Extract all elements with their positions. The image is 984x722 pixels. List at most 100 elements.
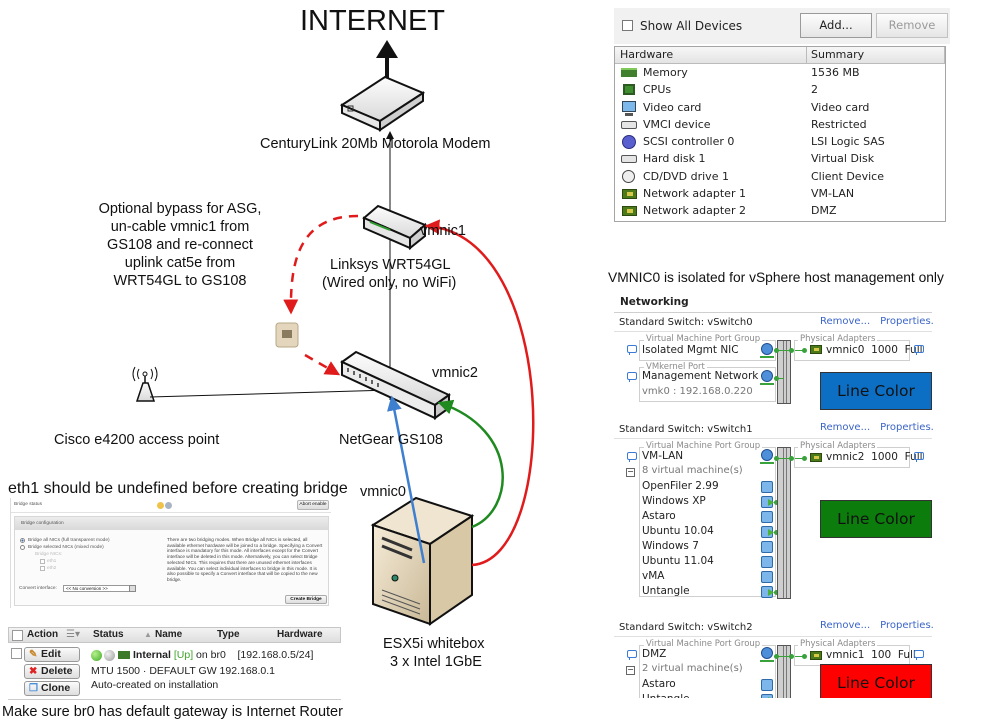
status-light-icon xyxy=(165,502,172,509)
cpu-icon xyxy=(623,84,635,96)
edit-button[interactable]: ✎Edit xyxy=(24,647,80,662)
comment-icon[interactable] xyxy=(914,452,924,462)
bridge-nics-label: Bridge NICs: xyxy=(35,552,63,557)
convert-interface-select[interactable]: << No conversion >> xyxy=(63,585,136,592)
row-checkbox[interactable] xyxy=(11,648,22,659)
vm-powered-on-icon xyxy=(761,694,773,698)
vswitch2-remove-link[interactable]: Remove... xyxy=(820,620,871,631)
vmnic0-label: vmnic0 xyxy=(360,484,406,500)
create-bridge-button[interactable]: Create Bridge xyxy=(285,595,327,604)
vm-list-item[interactable]: Ubuntu 11.04 xyxy=(642,555,714,567)
vm-list-item[interactable]: vMA xyxy=(642,570,665,582)
column-menu-icon[interactable]: ☰▾ xyxy=(66,629,80,640)
chevron-down-icon[interactable] xyxy=(129,585,136,592)
scsi-controller-icon xyxy=(622,135,636,150)
comment-icon[interactable] xyxy=(914,650,924,660)
bridge-all-label[interactable]: Bridge all NICs (full transparent mode) xyxy=(28,538,110,543)
vswitch1-vm-count: 8 virtual machine(s) xyxy=(642,465,743,476)
vm-list-item[interactable]: Untangle xyxy=(642,585,690,597)
vswitch2-properties-link[interactable]: Properties... xyxy=(880,620,934,631)
vm-list-item[interactable]: Windows 7 xyxy=(642,540,699,552)
vswitch0-remove-link[interactable]: Remove... xyxy=(820,316,871,327)
vswitch0-port-group-name[interactable]: Isolated Mgmt NIC xyxy=(642,344,739,356)
add-device-button[interactable]: Add... xyxy=(800,13,872,38)
vm-powered-on-icon xyxy=(761,526,773,538)
column-header-hardware[interactable]: Hardware xyxy=(277,629,323,640)
show-all-devices-label[interactable]: Show All Devices xyxy=(640,19,743,33)
bridge-all-radio[interactable] xyxy=(20,538,25,543)
interface-table: Action ☰▾ Status ▲ Name Type Hardware ✎E… xyxy=(8,627,341,700)
vm-list-item[interactable]: Untangle xyxy=(642,693,690,698)
select-all-checkbox[interactable] xyxy=(12,630,23,641)
vm-list-item[interactable]: OpenFiler 2.99 xyxy=(642,480,719,492)
switch-label: NetGear GS108 xyxy=(339,432,443,448)
networking-panel: Networking Standard Switch: vSwitch0 Rem… xyxy=(614,292,934,698)
show-all-devices-checkbox[interactable] xyxy=(622,20,633,31)
vswitch2-port-group-name[interactable]: DMZ xyxy=(642,648,667,660)
vswitch1-remove-link[interactable]: Remove... xyxy=(820,422,871,433)
bridge-selected-radio[interactable] xyxy=(20,545,25,550)
vswitch1-adapter[interactable]: vmnic2 1000 Full xyxy=(826,451,923,463)
convert-interface-label: Convert interface: xyxy=(19,586,57,591)
collapse-toggle[interactable]: − xyxy=(626,467,635,477)
vm-icon xyxy=(761,556,773,568)
comment-icon[interactable] xyxy=(627,452,637,462)
divider xyxy=(614,636,932,637)
vswitch1-properties-link[interactable]: Properties... xyxy=(880,422,934,433)
vmnic1-label: vmnic1 xyxy=(420,223,466,239)
nic-label-eth2: eth2 xyxy=(47,566,57,571)
vm-list-item[interactable]: Astaro xyxy=(642,678,676,690)
hardware-name: Video card xyxy=(643,100,702,114)
vmci-device-icon xyxy=(621,120,637,129)
column-header-type[interactable]: Type xyxy=(217,629,240,640)
vswitch0-properties-link[interactable]: Properties... xyxy=(880,316,934,327)
vmkernel-name[interactable]: Management Network xyxy=(642,370,759,382)
column-header-name[interactable]: Name xyxy=(155,629,183,640)
nic-checkbox-eth1[interactable] xyxy=(40,559,45,564)
column-header-summary[interactable]: Summary xyxy=(807,47,945,63)
collapse-toggle[interactable]: − xyxy=(626,665,635,675)
bridge-selected-label[interactable]: Bridge selected NICs (mixed mode) xyxy=(28,545,104,550)
comment-icon[interactable] xyxy=(627,650,637,660)
vm-list-item[interactable]: Astaro xyxy=(642,510,676,522)
vm-list-item[interactable]: Windows XP xyxy=(642,495,706,507)
cd-dvd-icon xyxy=(622,169,635,183)
vmnic2-label: vmnic2 xyxy=(432,365,478,381)
vm-icon xyxy=(761,511,773,523)
clone-button[interactable]: ❐Clone xyxy=(24,681,80,696)
comment-icon[interactable] xyxy=(627,345,637,355)
connector-dot xyxy=(789,456,794,461)
column-header-hardware[interactable]: Hardware xyxy=(615,47,807,63)
vswitch1-title: Standard Switch: vSwitch1 xyxy=(619,424,753,435)
comment-icon[interactable] xyxy=(914,345,924,355)
hardware-name: SCSI controller 0 xyxy=(643,135,735,149)
abort-enable-button[interactable]: Abort enable xyxy=(297,500,329,510)
vswitch2-adapter[interactable]: vmnic1 100 Full xyxy=(826,649,916,661)
vswitch0-adapter[interactable]: vmnic0 1000 Full xyxy=(826,344,923,356)
connector-dot xyxy=(802,456,807,461)
delete-button[interactable]: ✖Delete xyxy=(24,664,80,679)
column-header-action[interactable]: Action xyxy=(27,629,59,640)
remove-device-button[interactable]: Remove xyxy=(876,13,948,38)
interface-summary[interactable]: Internal [Up] on br0 [192.168.0.5/24] xyxy=(133,649,314,661)
memory-icon xyxy=(621,68,637,77)
nic-checkbox-eth2[interactable] xyxy=(40,566,45,571)
vm-icon xyxy=(761,571,773,583)
vswitch1-port-group-name[interactable]: VM-LAN xyxy=(642,450,684,462)
esx-server-icon xyxy=(370,496,475,626)
column-header-status[interactable]: Status xyxy=(93,629,124,640)
port-group-legend: Virtual Machine Port Group xyxy=(644,334,763,344)
vm-list-item[interactable]: Ubuntu 10.04 xyxy=(642,525,714,537)
pencil-icon: ✎ xyxy=(29,649,38,660)
comment-icon[interactable] xyxy=(627,372,637,382)
bridge-config-header xyxy=(15,517,328,530)
